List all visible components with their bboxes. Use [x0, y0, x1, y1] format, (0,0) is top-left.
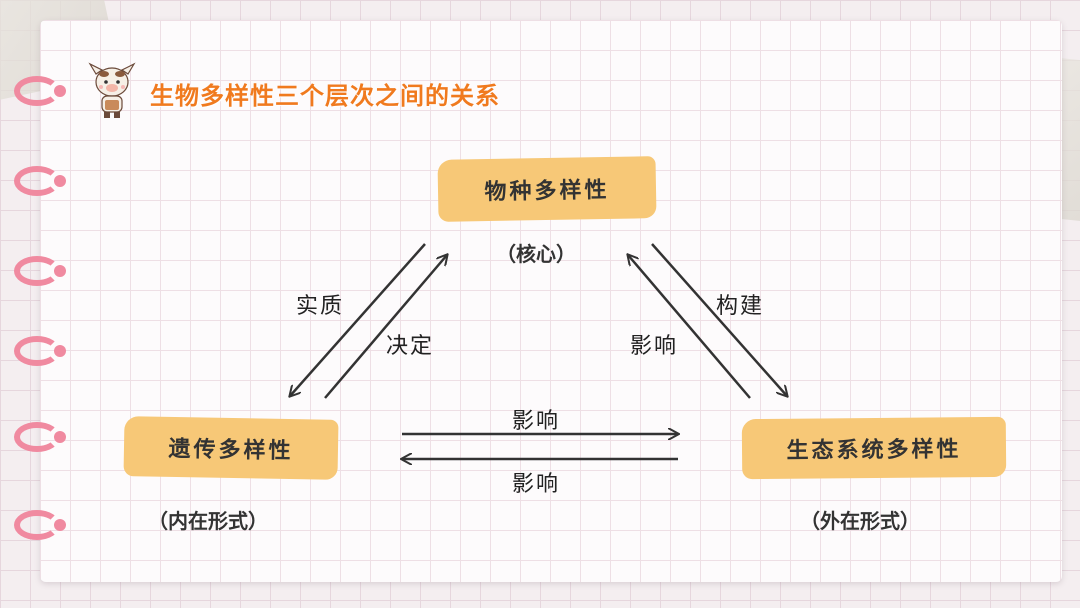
edge-label-essence: 实质: [296, 288, 344, 320]
arrow-species-to-ecosystem: [652, 244, 787, 396]
edge-label-determine: 决定: [386, 328, 434, 360]
edge-label-influence-left: 影响: [512, 466, 560, 498]
edge-label-construct: 构建: [716, 288, 764, 320]
arrow-genetic-to-species: [325, 255, 447, 398]
arrow-ecosystem-to-species: [628, 255, 750, 398]
edge-label-influence-up: 影响: [630, 328, 678, 360]
edge-label-influence-right: 影响: [512, 403, 560, 435]
arrow-species-to-genetic: [290, 244, 425, 396]
